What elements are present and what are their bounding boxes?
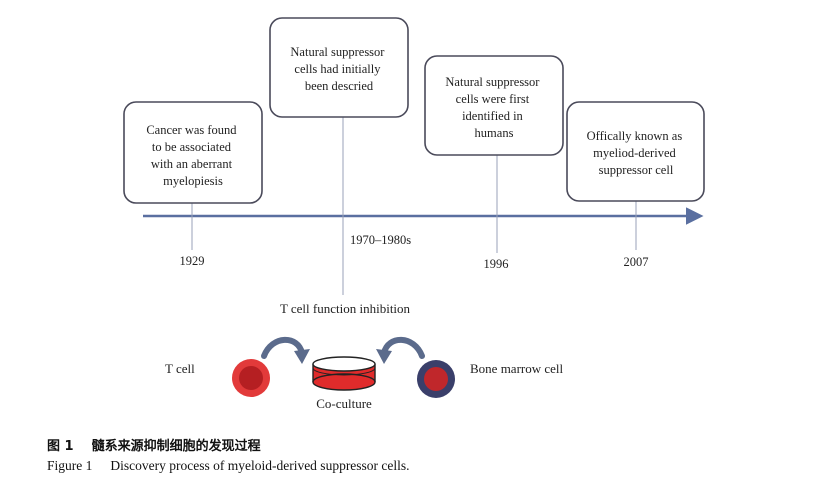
- event-line: Offically known as: [587, 129, 683, 143]
- event-1970-1980s: Natural suppressor cells had initially b…: [269, 17, 411, 295]
- petri-dish-icon: [312, 356, 376, 391]
- curved-arrow-left-icon: [261, 336, 305, 359]
- discovery-diagram: Cancer was found to be associated with a…: [123, 17, 705, 411]
- event-year: 1996: [484, 257, 509, 271]
- event-line: Natural suppressor: [290, 45, 385, 59]
- event-year: 1970–1980s: [350, 233, 411, 247]
- event-line: identified in: [462, 109, 523, 123]
- bone-marrow-label: Bone marrow cell: [470, 361, 564, 376]
- event-line: with an aberrant: [151, 157, 233, 171]
- curved-arrow-left-head-icon: [294, 349, 310, 364]
- event-year: 2007: [624, 255, 649, 269]
- t-cell-icon: [232, 359, 270, 397]
- caption-cn-number: 图 1: [47, 439, 74, 454]
- curved-arrow-right-head-icon: [376, 349, 392, 364]
- event-line: suppressor cell: [599, 163, 674, 177]
- curved-arrow-right-icon: [381, 336, 425, 359]
- event-1929: Cancer was found to be associated with a…: [123, 101, 263, 268]
- caption-cn-title: 髓系来源抑制细胞的发现过程: [91, 439, 261, 454]
- event-line: cells were first: [456, 92, 530, 106]
- event-box: [424, 55, 564, 156]
- caption-english: Figure 1 Discovery process of myeloid-der…: [47, 458, 410, 474]
- caption-chinese: 图 1 髓系来源抑制细胞的发现过程: [47, 435, 261, 454]
- t-cell-label: T cell: [165, 361, 195, 376]
- event-line: been descried: [305, 79, 374, 93]
- event-box: [123, 101, 263, 204]
- event-year: 1929: [180, 254, 205, 268]
- event-box: [566, 101, 705, 202]
- event-text: Natural suppressor cells had initially b…: [290, 45, 387, 93]
- inhibition-label: T cell function inhibition: [280, 301, 411, 316]
- event-line: cells had initially: [294, 62, 381, 76]
- event-box: [269, 17, 409, 118]
- caption-en-title: Discovery process of myeloid-derived sup…: [110, 458, 410, 473]
- dish-label: Co-culture: [316, 396, 372, 411]
- event-line: Cancer was found: [146, 123, 237, 137]
- event-line: Natural suppressor: [445, 75, 540, 89]
- event-text: Offically known as myeliod-derived suppr…: [587, 129, 686, 177]
- event-line: to be associated: [152, 140, 232, 154]
- event-text: Natural suppressor cells were first iden…: [445, 75, 542, 140]
- event-line: humans: [475, 126, 514, 140]
- bone-marrow-cell-icon: [417, 360, 455, 398]
- event-line: myeliod-derived: [593, 146, 676, 160]
- event-line: myelopiesis: [163, 174, 223, 188]
- event-2007: Offically known as myeliod-derived suppr…: [566, 101, 705, 269]
- event-text: Cancer was found to be associated with a…: [146, 123, 239, 188]
- caption-en-number: Figure 1: [47, 458, 93, 473]
- event-1996: Natural suppressor cells were first iden…: [424, 55, 564, 271]
